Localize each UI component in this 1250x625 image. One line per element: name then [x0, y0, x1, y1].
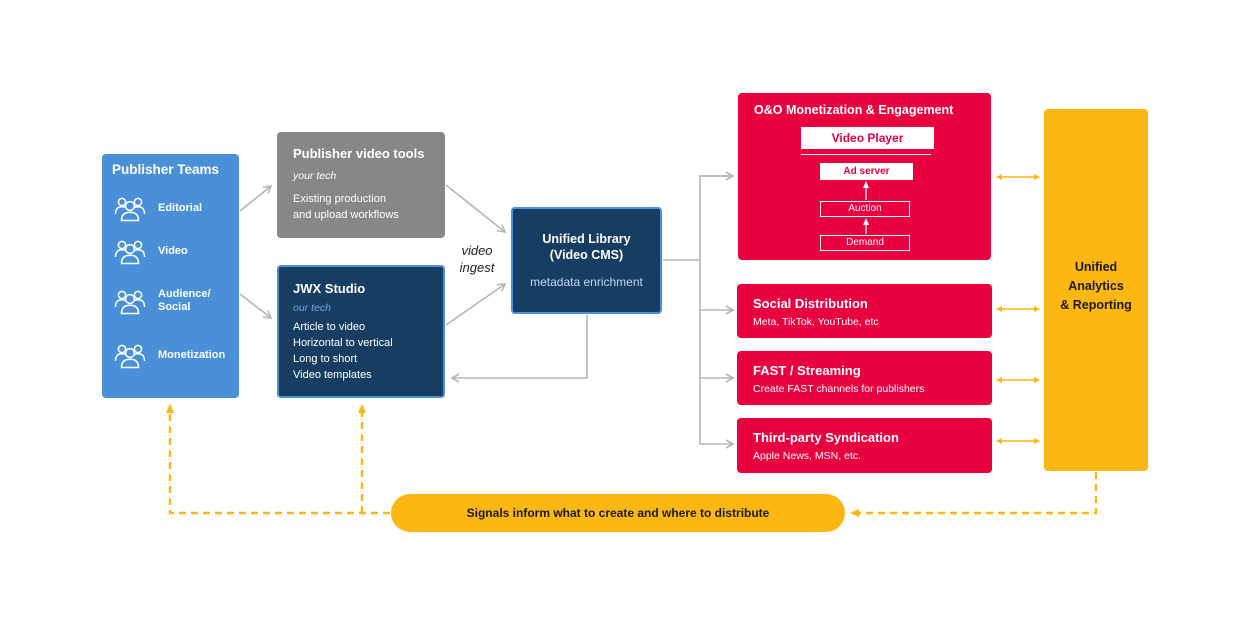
signals-banner: Signals inform what to create and where … — [391, 494, 845, 532]
social-distribution-subtitle: Meta, TikTok, YouTube, etc — [753, 316, 879, 328]
video-tools-tagline: your tech — [293, 170, 337, 182]
jwx-studio-line: Horizontal to vertical — [293, 337, 393, 349]
jwx-studio-line: Long to short — [293, 353, 358, 365]
arrow-teams-to-tools — [239, 184, 273, 212]
arrow-library-to-studio — [450, 315, 588, 383]
arrow-teams-to-studio — [239, 293, 273, 319]
video-tools-line: and upload workflows — [293, 209, 399, 221]
unified-library-box: Unified Library (Video CMS) metadata enr… — [511, 207, 662, 314]
team-video: Video — [114, 237, 234, 265]
demand-box: Demand — [820, 235, 910, 251]
fast-streaming-subtitle: Create FAST channels for publishers — [753, 383, 925, 395]
social-distribution-box: Social Distribution Meta, TikTok, YouTub… — [737, 284, 992, 338]
social-distribution-title: Social Distribution — [753, 296, 868, 311]
jwx-studio-line: Article to video — [293, 321, 366, 333]
oo-internal-arrows — [863, 181, 869, 234]
arrow-studio-to-library — [445, 283, 507, 326]
publisher-teams-title: Publisher Teams — [112, 162, 220, 177]
unified-library-title-1: Unified Library — [542, 232, 631, 246]
syndication-subtitle: Apple News, MSN, etc. — [753, 450, 861, 462]
oo-monetization-box: O&O Monetization & Engagement Video Play… — [738, 93, 991, 260]
third-party-syndication-box: Third-party Syndication Apple News, MSN,… — [737, 418, 992, 473]
fast-streaming-title: FAST / Streaming — [753, 363, 861, 378]
arrow-tools-to-library — [445, 184, 507, 234]
video-tools-line: Existing production — [293, 193, 386, 205]
people-group-icon — [114, 197, 146, 222]
team-label: Audience/ Social — [158, 288, 211, 313]
people-group-icon — [114, 240, 146, 265]
jwx-studio-title: JWX Studio — [293, 281, 366, 296]
fast-streaming-box: FAST / Streaming Create FAST channels fo… — [737, 351, 992, 405]
dashed-signals-to-teams — [166, 404, 390, 515]
ad-server-box: Ad server — [820, 163, 913, 180]
oo-monetization-title: O&O Monetization & Engagement — [754, 103, 954, 117]
team-label: Editorial — [158, 201, 203, 214]
team-editorial: Editorial — [114, 194, 234, 222]
team-monetization: Monetization — [114, 341, 234, 369]
video-player-box: Video Player — [801, 127, 934, 149]
analytics-title: Unified Analytics & Reporting — [1060, 260, 1132, 312]
auction-box: Auction — [820, 201, 910, 217]
syndication-title: Third-party Syndication — [753, 430, 899, 445]
dashed-analytics-to-signals — [850, 472, 1098, 517]
team-audience-social: Audience/ Social — [114, 287, 234, 315]
unified-analytics-box: Unified Analytics & Reporting — [1044, 109, 1148, 471]
jwx-studio-line: Video templates — [293, 369, 372, 381]
people-group-icon — [114, 290, 146, 315]
team-label: Monetization — [158, 348, 226, 361]
video-tools-title: Publisher video tools — [293, 146, 425, 161]
people-group-icon — [114, 344, 146, 369]
unified-library-subtitle: metadata enrichment — [530, 275, 643, 289]
video-ingest-label: video ingest — [459, 243, 495, 275]
unified-library-title-2: (Video CMS) — [549, 248, 624, 262]
jwx-studio-box: JWX Studio our tech Article to video Hor… — [277, 265, 445, 398]
publisher-video-tools-box: Publisher video tools your tech Existing… — [277, 132, 445, 238]
team-label: Video — [158, 244, 188, 257]
publisher-teams-box: Publisher Teams Editorial Video Audience… — [102, 154, 239, 398]
arrow-library-to-distribution — [663, 175, 733, 261]
player-divider — [801, 154, 931, 155]
jwx-studio-tagline: our tech — [293, 302, 331, 314]
